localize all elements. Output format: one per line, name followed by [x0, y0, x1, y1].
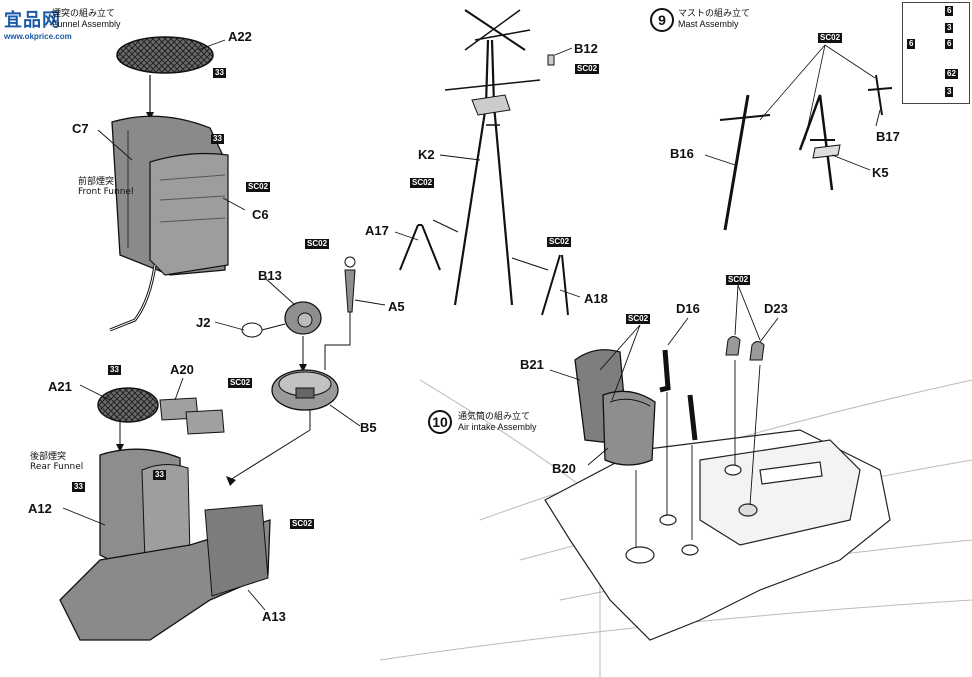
legend-value: 6 [945, 6, 954, 16]
part-label-b20: B20 [552, 461, 576, 476]
legend-value: 6 [945, 39, 954, 49]
part-label-c6: C6 [252, 207, 269, 222]
paint-code-33: 33 [72, 482, 85, 492]
main-mast-drawing [399, 9, 569, 316]
paint-code-33: 33 [153, 470, 166, 480]
part-label-j2: J2 [196, 315, 211, 330]
part-label-a5: A5 [388, 299, 405, 314]
paint-code-sc02: SC02 [246, 182, 271, 192]
searchlight-drawing [241, 256, 356, 411]
part-label-k5: K5 [872, 165, 889, 180]
front-funnel-drawing [109, 36, 229, 332]
logo-text: 宜品网 [4, 10, 61, 31]
funnel-step-title-en: Funnel Assembly [52, 19, 121, 30]
paint-code-33: 33 [213, 68, 226, 78]
paint-code-sc02: SC02 [626, 314, 651, 324]
paint-code-sc02: SC02 [726, 275, 751, 285]
part-label-a17: A17 [365, 223, 389, 238]
logo-url: www.okprice.com [4, 32, 72, 41]
paint-code-sc02: SC02 [547, 237, 572, 247]
part-label-b5: B5 [360, 420, 377, 435]
legend-value: 3 [945, 87, 954, 97]
air-intake-step-title-jp: 通気筒の組み立て [458, 412, 531, 422]
legend-value: 3 [945, 23, 954, 33]
paint-code-sc02: SC02 [305, 239, 330, 249]
rear-funnel-caption-en: Rear Funnel [30, 461, 84, 472]
watermark-logo: 宜品网 www.okprice.com [4, 6, 72, 41]
paint-code-sc02: SC02 [410, 178, 435, 188]
air-intake-drawing [574, 336, 765, 548]
funnel-step-title-jp: 煙突の組み立て [52, 9, 116, 19]
part-label-a21: A21 [48, 379, 72, 394]
paint-code-sc02: SC02 [228, 378, 253, 388]
paint-code-33: 33 [211, 134, 224, 144]
part-label-d16: D16 [676, 301, 700, 316]
funnel-step-title: 煙突の組み立て Funnel Assembly [52, 9, 121, 30]
color-legend: 6 3 6 6 62 3 [902, 2, 970, 104]
mast-step-title-jp: マストの組み立て [678, 9, 751, 19]
rear-funnel-caption-jp: 後部煙突 [30, 452, 67, 462]
front-funnel-caption-en: Front Funnel [78, 186, 134, 197]
rear-funnel-caption: 後部煙突 Rear Funnel [30, 452, 84, 473]
paint-code-sc02: SC02 [290, 519, 315, 529]
part-label-a22: A22 [228, 29, 252, 44]
legend-value: 62 [945, 69, 958, 79]
part-label-a20: A20 [170, 362, 194, 377]
mast-step-title: マストの組み立て Mast Assembly [678, 9, 750, 30]
paint-code-sc02: SC02 [818, 33, 843, 43]
part-label-b17: B17 [876, 129, 900, 144]
part-label-b21: B21 [520, 357, 544, 372]
part-label-b13: B13 [258, 268, 282, 283]
rear-funnel-drawing [59, 387, 311, 641]
paint-code-33: 33 [108, 365, 121, 375]
paint-code-sc02: SC02 [575, 64, 600, 74]
front-funnel-caption-jp: 前部煙突 [78, 177, 115, 187]
deck-platform [544, 429, 891, 641]
mast-step-title-en: Mast Assembly [678, 19, 739, 30]
part-label-k2: K2 [418, 147, 435, 162]
part-label-c7: C7 [72, 121, 89, 136]
part-label-b12: B12 [574, 41, 598, 56]
air-intake-step-title-en: Air intake Assembly [458, 422, 537, 433]
part-label-b16: B16 [670, 146, 694, 161]
part-label-a12: A12 [28, 501, 52, 516]
step-10-badge: 10 [428, 410, 452, 434]
legend-value: 6 [907, 39, 916, 49]
part-label-d23: D23 [764, 301, 788, 316]
part-label-a13: A13 [262, 609, 286, 624]
step-9-badge: 9 [650, 8, 674, 32]
front-funnel-caption: 前部煙突 Front Funnel [78, 177, 134, 198]
leader-lines [62, 39, 881, 611]
rear-mast-drawing [719, 44, 893, 231]
part-label-a18: A18 [584, 291, 608, 306]
air-intake-step-title: 通気筒の組み立て Air intake Assembly [458, 412, 537, 433]
